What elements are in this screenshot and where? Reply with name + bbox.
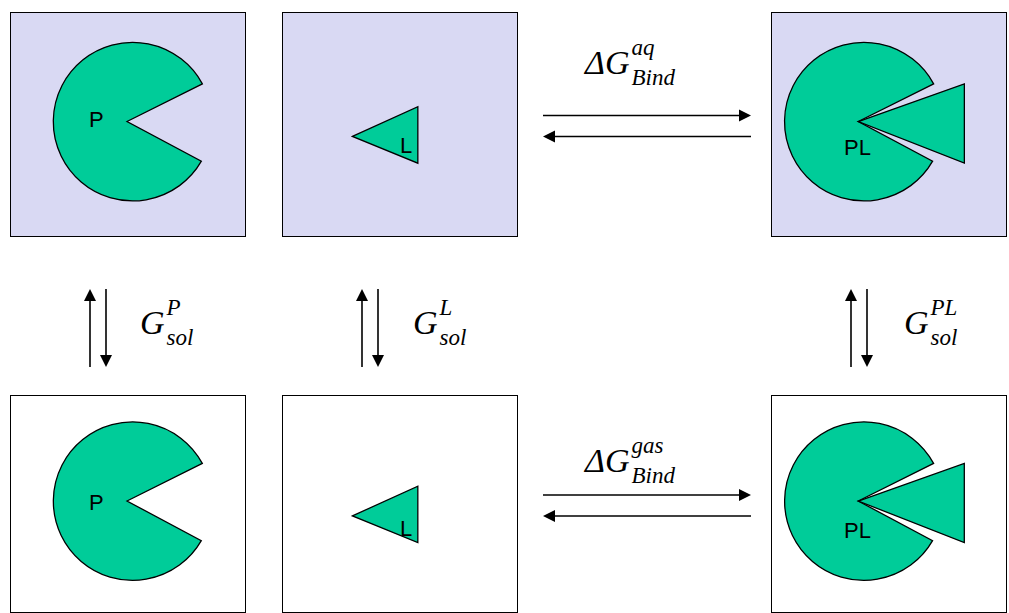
molecule-shape — [283, 396, 517, 612]
state-box: P — [10, 12, 246, 237]
molecule-shape — [11, 396, 245, 612]
superscript: PL — [931, 296, 958, 319]
subscript: sol — [931, 326, 958, 349]
molecule-label: L — [400, 135, 412, 157]
equilibrium-arrow — [543, 489, 751, 522]
equilibrium-arrow — [845, 289, 873, 367]
state-box: L — [282, 395, 518, 613]
state-box: PL — [771, 12, 1007, 237]
molecule-label: PL — [844, 520, 871, 542]
molecule-label: L — [400, 518, 412, 540]
molecule-shape — [11, 13, 245, 236]
equilibrium-arrow — [543, 110, 751, 143]
state-box: L — [282, 12, 518, 237]
free-energy-symbol: G — [904, 306, 929, 340]
superscript: gas — [632, 434, 664, 457]
state-box: P — [10, 395, 246, 613]
free-energy-symbol: ΔG — [585, 46, 630, 80]
molecule-label: P — [89, 492, 104, 514]
molecule-shape — [772, 13, 1006, 236]
state-box: PL — [771, 395, 1007, 613]
subscript: sol — [440, 326, 467, 349]
subscript: Bind — [632, 66, 675, 89]
superscript: L — [440, 296, 453, 319]
equilibrium-arrow — [356, 289, 384, 367]
equilibrium-arrow — [84, 289, 112, 367]
subscript: sol — [167, 326, 194, 349]
superscript: aq — [632, 36, 655, 59]
free-energy-symbol: G — [413, 306, 438, 340]
molecule-label: P — [89, 109, 104, 131]
subscript: Bind — [632, 464, 675, 487]
superscript: P — [167, 296, 181, 319]
molecule-shape — [772, 396, 1006, 612]
molecule-shape — [283, 13, 517, 236]
molecule-label: PL — [844, 137, 871, 159]
free-energy-symbol: ΔG — [585, 444, 630, 478]
free-energy-symbol: G — [140, 306, 165, 340]
